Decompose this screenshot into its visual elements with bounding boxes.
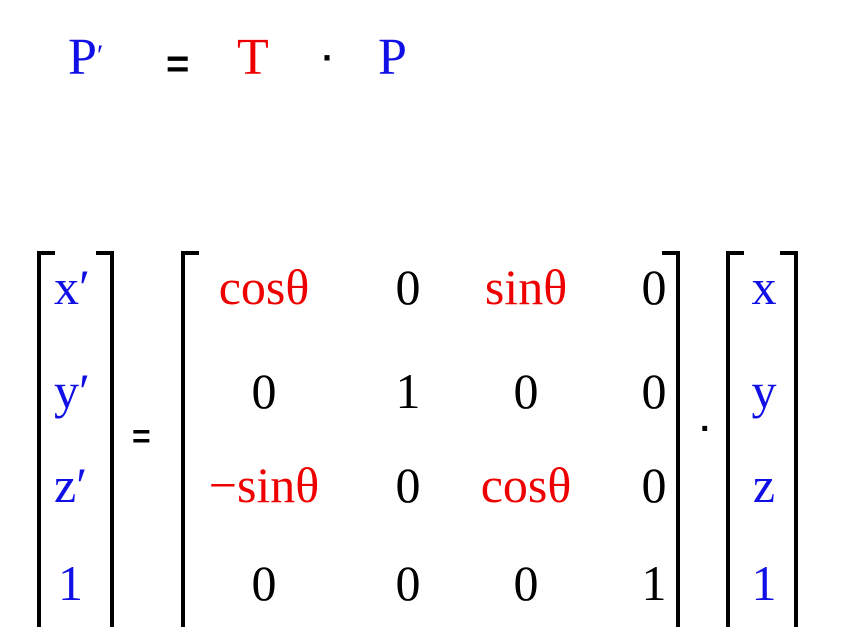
matrix-cell-r0c2: sinθ xyxy=(484,259,568,315)
matrix-cell-r2c1: 0 xyxy=(395,457,421,513)
transform-symbol: T xyxy=(237,29,269,86)
input-y: y xyxy=(751,363,777,419)
matrix-cell-r2c2: cosθ xyxy=(480,457,572,513)
result-vector-right-bracket xyxy=(96,251,114,627)
matrix-equals: = xyxy=(132,418,151,454)
matrix-cell-r0c3: 0 xyxy=(641,259,667,315)
result-vector-left-bracket xyxy=(37,251,55,627)
matrix-cell-r1c1: 1 xyxy=(395,363,421,419)
summary-equals: = xyxy=(166,42,190,86)
result-x: x′ xyxy=(54,259,90,315)
rhs-point: P xyxy=(378,29,407,86)
lhs-point: P′ xyxy=(68,32,103,84)
input-w: 1 xyxy=(751,555,777,611)
matrix-cell-r3c0: 0 xyxy=(251,555,277,611)
lhs-point-letter: P xyxy=(68,29,97,86)
matrix-cell-r2c0: −sinθ xyxy=(208,457,320,513)
matrix-cell-r1c3: 0 xyxy=(641,363,667,419)
matrix-dot: · xyxy=(700,410,712,448)
matrix-cell-r3c1: 0 xyxy=(395,555,421,611)
input-z: z xyxy=(752,457,776,513)
matrix-cell-r2c3: 0 xyxy=(641,457,667,513)
matrix-cell-r3c2: 0 xyxy=(513,555,539,611)
matrix-cell-r3c3: 1 xyxy=(641,555,667,611)
matrix-right-bracket xyxy=(662,251,680,627)
matrix-cell-r0c0: cosθ xyxy=(218,259,310,315)
input-x: x xyxy=(751,259,777,315)
summary-dot: · xyxy=(322,37,334,78)
input-vector-right-bracket xyxy=(780,251,798,627)
matrix-cell-r1c0: 0 xyxy=(251,363,277,419)
matrix-cell-r1c2: 0 xyxy=(513,363,539,419)
result-z: z′ xyxy=(54,457,88,513)
result-w: 1 xyxy=(58,555,83,611)
result-y: y′ xyxy=(54,363,90,419)
input-vector-left-bracket xyxy=(726,251,744,627)
matrix-left-bracket xyxy=(181,251,199,627)
lhs-prime: ′ xyxy=(96,39,104,72)
matrix-cell-r0c1: 0 xyxy=(395,259,421,315)
